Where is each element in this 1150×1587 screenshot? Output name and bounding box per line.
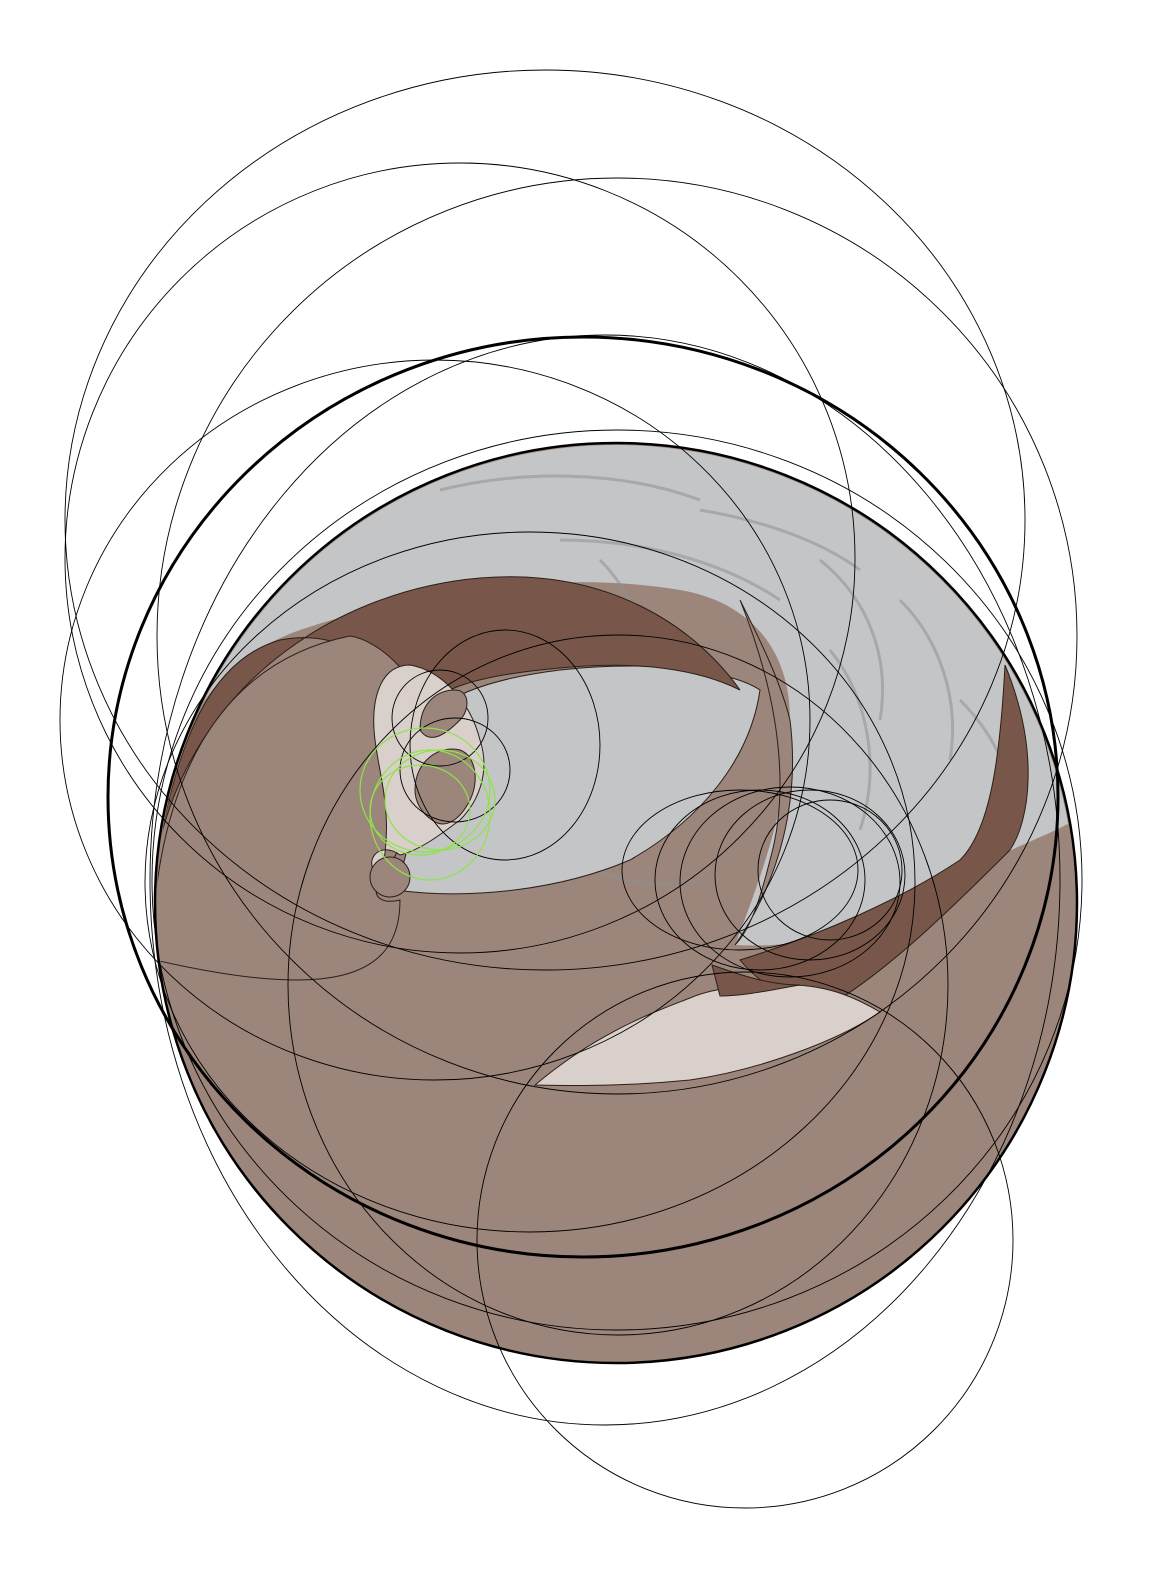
beak-notch <box>711 964 801 997</box>
construction-circles <box>59 69 1083 1509</box>
dark-brown-band <box>159 576 741 841</box>
spiral-curl <box>369 664 485 898</box>
green-guide-circles <box>359 727 496 881</box>
beak-upper <box>734 599 793 946</box>
beak-gap <box>533 984 881 1086</box>
sketch-background <box>160 445 1075 946</box>
disc-outline <box>153 441 1079 1365</box>
bold-guide-circle <box>106 335 1060 1259</box>
